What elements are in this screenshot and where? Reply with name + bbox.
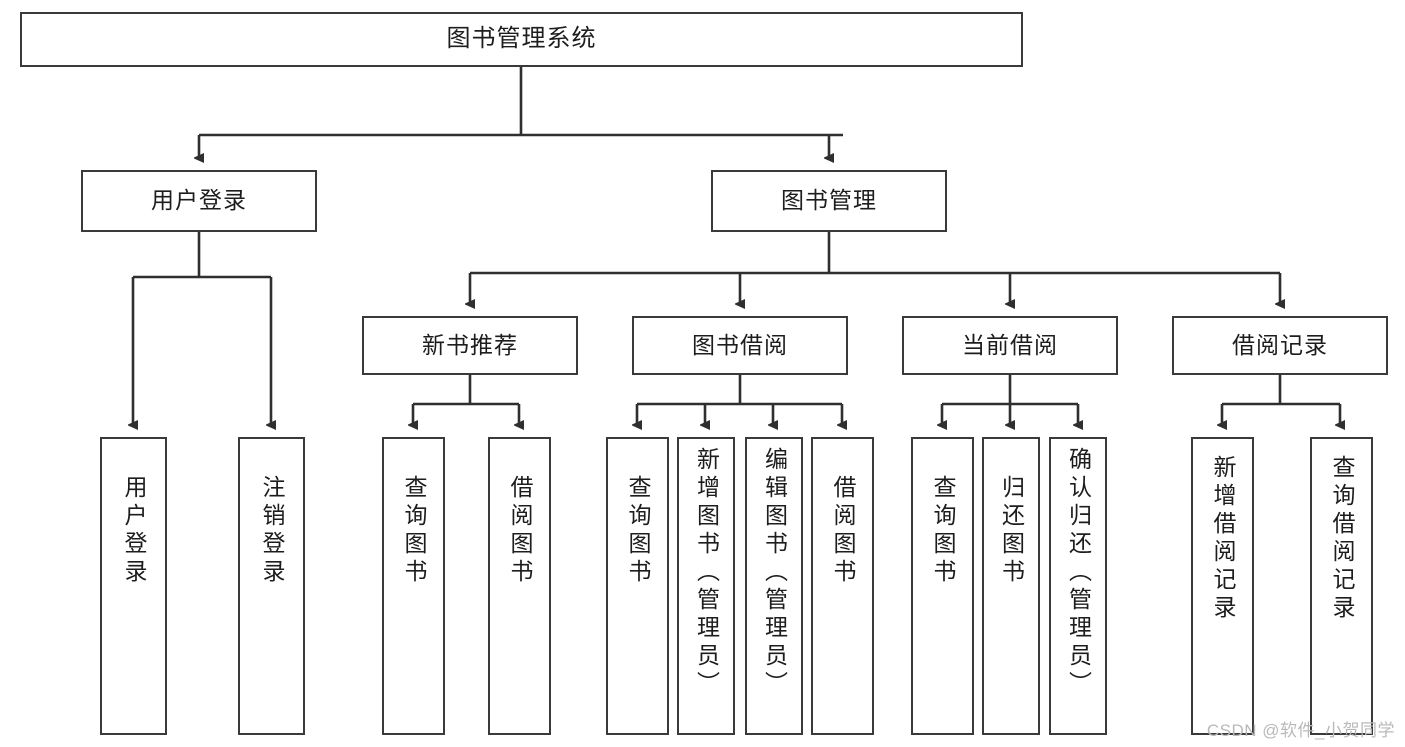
node-root[interactable]: 图书管理系统 [20,12,1023,67]
node-leaf-user-login[interactable]: 用户登录 [100,437,167,735]
node-leaf-cb-confirm-label: 确认归还（管理员） [1065,447,1092,699]
node-leaf-bb-query-label: 查询图书 [625,475,651,587]
node-user-login[interactable]: 用户登录 [81,170,317,232]
node-leaf-nbr-query[interactable]: 查询图书 [382,437,445,735]
node-book-borrow[interactable]: 图书借阅 [632,316,848,375]
node-leaf-cb-query-label: 查询图书 [930,475,956,587]
node-leaf-user-logout[interactable]: 注销登录 [238,437,305,735]
node-leaf-nbr-borrow[interactable]: 借阅图书 [488,437,551,735]
node-leaf-nbr-query-label: 查询图书 [401,475,427,587]
node-leaf-cb-return[interactable]: 归还图书 [982,437,1040,735]
node-borrow-record[interactable]: 借阅记录 [1172,316,1388,375]
node-leaf-nbr-borrow-label: 借阅图书 [507,475,533,587]
node-root-label: 图书管理系统 [446,25,597,53]
node-current-borrow[interactable]: 当前借阅 [902,316,1118,375]
csdn-watermark: CSDN @软件_小贺同学 [1206,721,1395,740]
node-leaf-bb-add[interactable]: 新增图书（管理员） [677,437,735,735]
node-borrow-record-label: 借阅记录 [1232,331,1328,358]
node-leaf-br-query[interactable]: 查询借阅记录 [1310,437,1373,735]
node-leaf-cb-return-label: 归还图书 [998,475,1025,587]
node-leaf-cb-confirm[interactable]: 确认归还（管理员） [1049,437,1107,735]
node-new-book-rec[interactable]: 新书推荐 [362,316,578,375]
node-leaf-bb-edit[interactable]: 编辑图书（管理员） [745,437,803,735]
node-book-manage[interactable]: 图书管理 [711,170,947,232]
node-leaf-user-login-label: 用户登录 [121,475,147,587]
node-new-book-rec-label: 新书推荐 [422,331,518,358]
node-leaf-bb-borrow[interactable]: 借阅图书 [811,437,874,735]
node-leaf-user-logout-label: 注销登录 [259,475,285,587]
node-leaf-cb-query[interactable]: 查询图书 [911,437,974,735]
node-leaf-bb-edit-label: 编辑图书（管理员） [761,447,788,699]
node-leaf-bb-borrow-label: 借阅图书 [830,475,856,587]
node-leaf-bb-query[interactable]: 查询图书 [606,437,669,735]
node-book-borrow-label: 图书借阅 [692,331,788,358]
node-leaf-bb-add-label: 新增图书（管理员） [693,447,720,699]
node-leaf-br-query-label: 查询借阅记录 [1329,455,1355,623]
node-current-borrow-label: 当前借阅 [962,331,1058,358]
node-leaf-br-add[interactable]: 新增借阅记录 [1191,437,1254,735]
node-book-manage-label: 图书管理 [781,187,877,214]
node-user-login-label: 用户登录 [151,187,247,214]
node-leaf-br-add-label: 新增借阅记录 [1210,455,1236,623]
